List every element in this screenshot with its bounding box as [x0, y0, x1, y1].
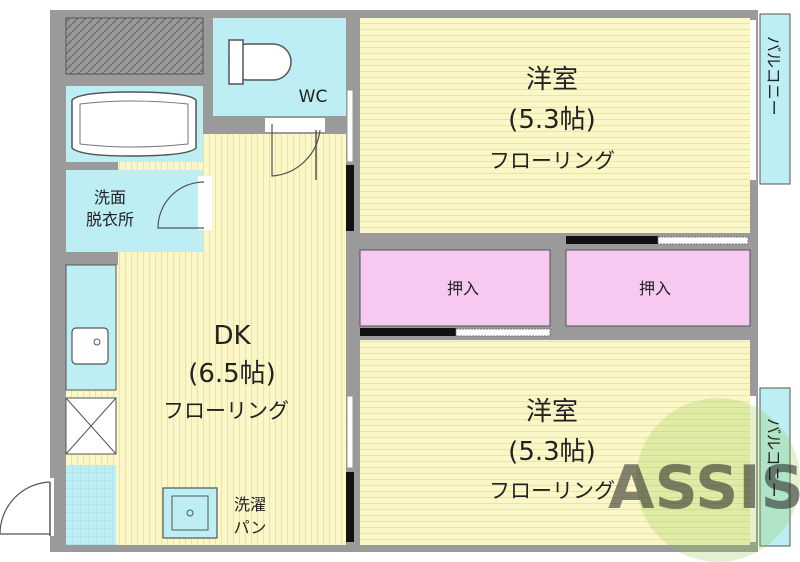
dk-name: DK [213, 321, 251, 351]
closet-right [565, 249, 751, 327]
western-top-name: 洋室 [526, 65, 578, 95]
western-room-bottom [360, 340, 750, 545]
balcony-bottom [759, 387, 791, 547]
wc-label: WC [299, 87, 328, 107]
bathtub-icon [71, 91, 197, 157]
washroom-door-swing [157, 181, 205, 229]
balcony-top [759, 13, 791, 185]
dk-size: (6.5帖) [188, 359, 276, 389]
storage-hatch [65, 17, 204, 75]
watermark-logo [636, 398, 800, 562]
western-top-floor: フローリング [489, 149, 615, 173]
closet-left-label: 押入 [447, 279, 479, 298]
dk-floor: フローリング [163, 399, 289, 423]
balcony-top-label: バルコニー [764, 36, 783, 116]
wc-door-swing [271, 124, 321, 177]
washer-pan-label-2: パン [234, 518, 267, 537]
western-bottom-floor: フローリング [489, 479, 615, 503]
toilet-tank-icon [228, 39, 244, 85]
entry-door-swing [0, 481, 51, 535]
sink-icon [71, 327, 109, 365]
wc-door-opening [265, 118, 325, 132]
washroom-label-1: 洗面 [94, 188, 126, 207]
western-bottom-size: (5.3帖) [508, 437, 596, 467]
entrance [66, 465, 116, 545]
balcony-bottom-label: バルコニー [764, 418, 783, 498]
watermark-text: ASSIS [608, 453, 800, 523]
washer-pan-label-1: 洗濯 [234, 495, 266, 514]
western-top-size: (5.3帖) [508, 105, 596, 135]
western-bottom-name: 洋室 [526, 397, 578, 427]
closet-right-label: 押入 [639, 279, 671, 298]
washroom-label-2: 脱衣所 [86, 210, 134, 229]
western-room-top [360, 18, 750, 233]
washroom [66, 170, 203, 252]
washroom-door-opening [198, 176, 212, 230]
closet-left [359, 249, 551, 327]
